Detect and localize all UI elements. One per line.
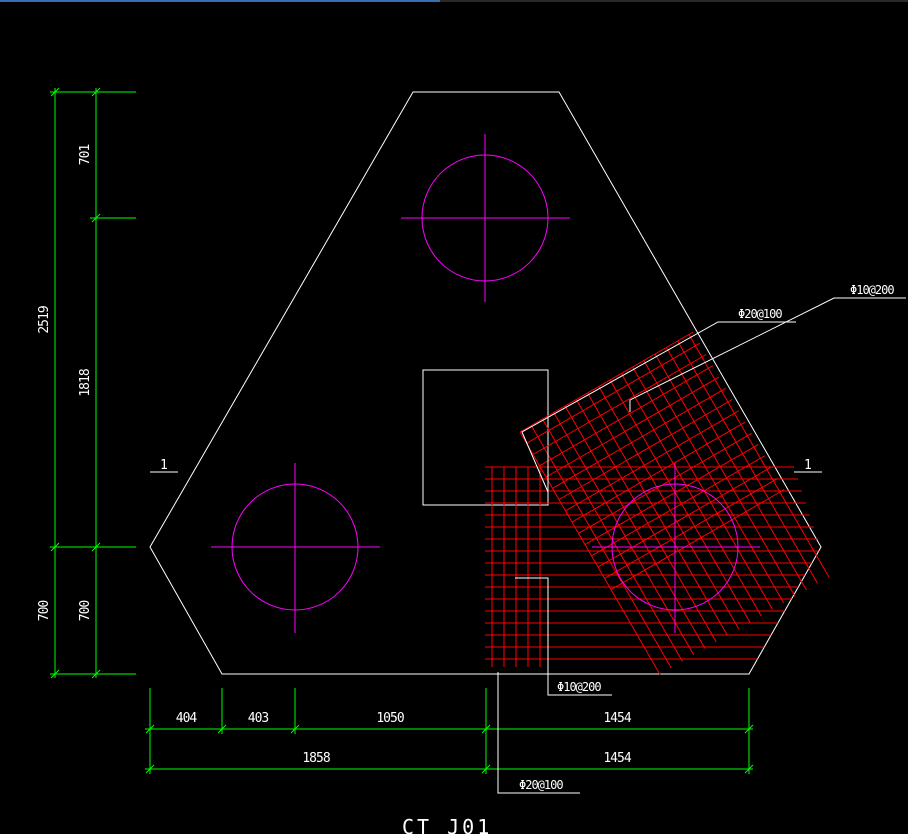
rebar-bar-diagonal	[604, 477, 778, 579]
dim-vertical-total: 2519	[37, 306, 52, 333]
rebar-bar-diagonal	[552, 387, 726, 489]
section-mark-left-label: 1	[160, 458, 167, 473]
vertical-dimensions	[50, 87, 136, 679]
rebar-bar-diagonal	[565, 410, 739, 512]
dim-horizontal-total-left: 1858	[302, 751, 329, 766]
window-top-bar-accent	[0, 0, 440, 2]
section-mark-right[interactable]: 1	[794, 458, 822, 473]
pile-top	[401, 134, 570, 302]
rebar-bar-diagonal	[519, 331, 694, 433]
drawing-title: CT J01	[402, 815, 492, 834]
rebar-grid-diagonal	[519, 331, 830, 675]
rebar-grid-horizontal	[485, 466, 819, 667]
pile-left	[211, 463, 380, 633]
rebar-bar-diagonal	[558, 399, 733, 500]
horizontal-dimensions	[145, 688, 754, 774]
dim-vertical-inner-top: 701	[78, 145, 93, 166]
rebar-bar-diagonal-cross	[587, 392, 728, 636]
section-mark-right-label: 1	[804, 458, 811, 473]
pile-cap-outline	[149, 91, 822, 675]
rebar-bar-diagonal	[597, 466, 772, 568]
rebar-bar-diagonal	[545, 376, 720, 478]
rebar-bar-diagonal-cross	[519, 431, 661, 675]
rebar-bar-diagonal-cross	[643, 360, 785, 604]
dim-horizontal-1: 404	[176, 711, 198, 726]
rebar-leaders	[497, 297, 906, 794]
rebar-bar-diagonal	[578, 432, 752, 534]
rebar-bar-diagonal-cross	[665, 347, 807, 591]
rebar-bar-diagonal-cross	[620, 373, 762, 617]
rebar-bar-diagonal-cross	[677, 340, 819, 584]
dim-vertical-outer-bottom: 700	[37, 601, 52, 622]
dim-horizontal-3: 1050	[376, 711, 403, 726]
column-outline	[422, 369, 549, 506]
rebar-label-bottom-mid[interactable]: Φ10@200	[557, 680, 602, 694]
dim-vertical-inner-bottom: 700	[78, 601, 93, 622]
window-top-bar	[0, 0, 908, 2]
rebar-label-top-right[interactable]: Φ10@200	[850, 283, 895, 297]
rebar-label-top-mid[interactable]: Φ20@100	[738, 307, 783, 321]
dim-vertical-inner-middle: 1818	[78, 369, 93, 396]
rebar-bar-diagonal-cross	[688, 334, 830, 578]
dim-horizontal-2: 403	[248, 711, 269, 726]
rebar-bar-diagonal	[526, 342, 700, 444]
rebar-bar-diagonal	[532, 354, 707, 455]
rebar-bar-diagonal-cross	[632, 366, 774, 610]
rebar-bar-diagonal-cross	[598, 386, 740, 630]
pile-right	[592, 463, 760, 633]
rebar-bar-diagonal	[591, 455, 765, 557]
rebar-bar-diagonal	[610, 489, 785, 591]
rebar-bar-diagonal-cross	[609, 379, 751, 623]
rebar-bar-diagonal	[571, 421, 746, 523]
rebar-label-bottom[interactable]: Φ20@100	[519, 778, 564, 792]
rebar-bar-diagonal-cross	[564, 405, 706, 649]
dim-horizontal-4: 1454	[603, 711, 631, 726]
rebar-bar-diagonal-cross	[575, 399, 717, 643]
rebar-bar-diagonal-cross	[654, 353, 796, 597]
rebar-bar-diagonal	[584, 444, 759, 546]
rebar-bar-diagonal	[539, 365, 713, 467]
dim-horizontal-total-right: 1454	[603, 751, 631, 766]
section-mark-left[interactable]: 1	[150, 458, 178, 473]
rebar-bar-diagonal-cross	[553, 412, 695, 656]
